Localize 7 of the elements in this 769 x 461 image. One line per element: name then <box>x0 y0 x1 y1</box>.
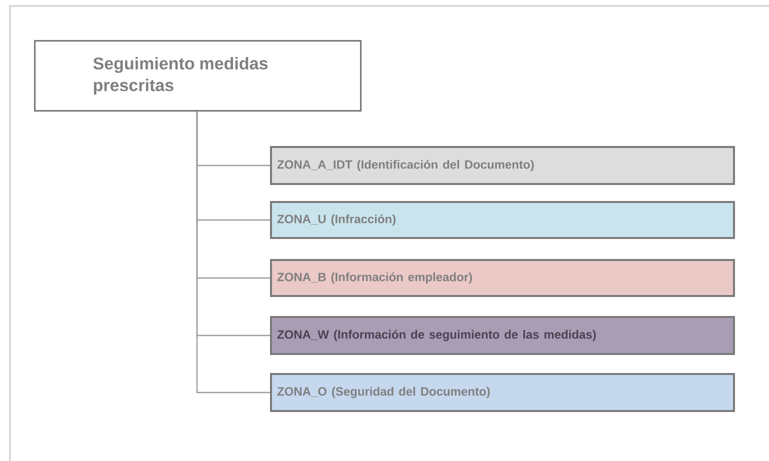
connector-line <box>196 112 270 394</box>
title-box: Seguimiento medidas prescritas <box>34 40 362 112</box>
zone-box: ZONA_B (Información empleador) <box>270 259 735 297</box>
zone-box: ZONA_A_IDT (Identificación del Documento) <box>270 146 735 185</box>
zone-box: ZONA_O (Seguridad del Documento) <box>270 373 735 412</box>
zone-box: ZONA_U (Infracción) <box>270 201 735 239</box>
zone-box: ZONA_W (Información de seguimiento de las medidas) <box>270 316 735 355</box>
